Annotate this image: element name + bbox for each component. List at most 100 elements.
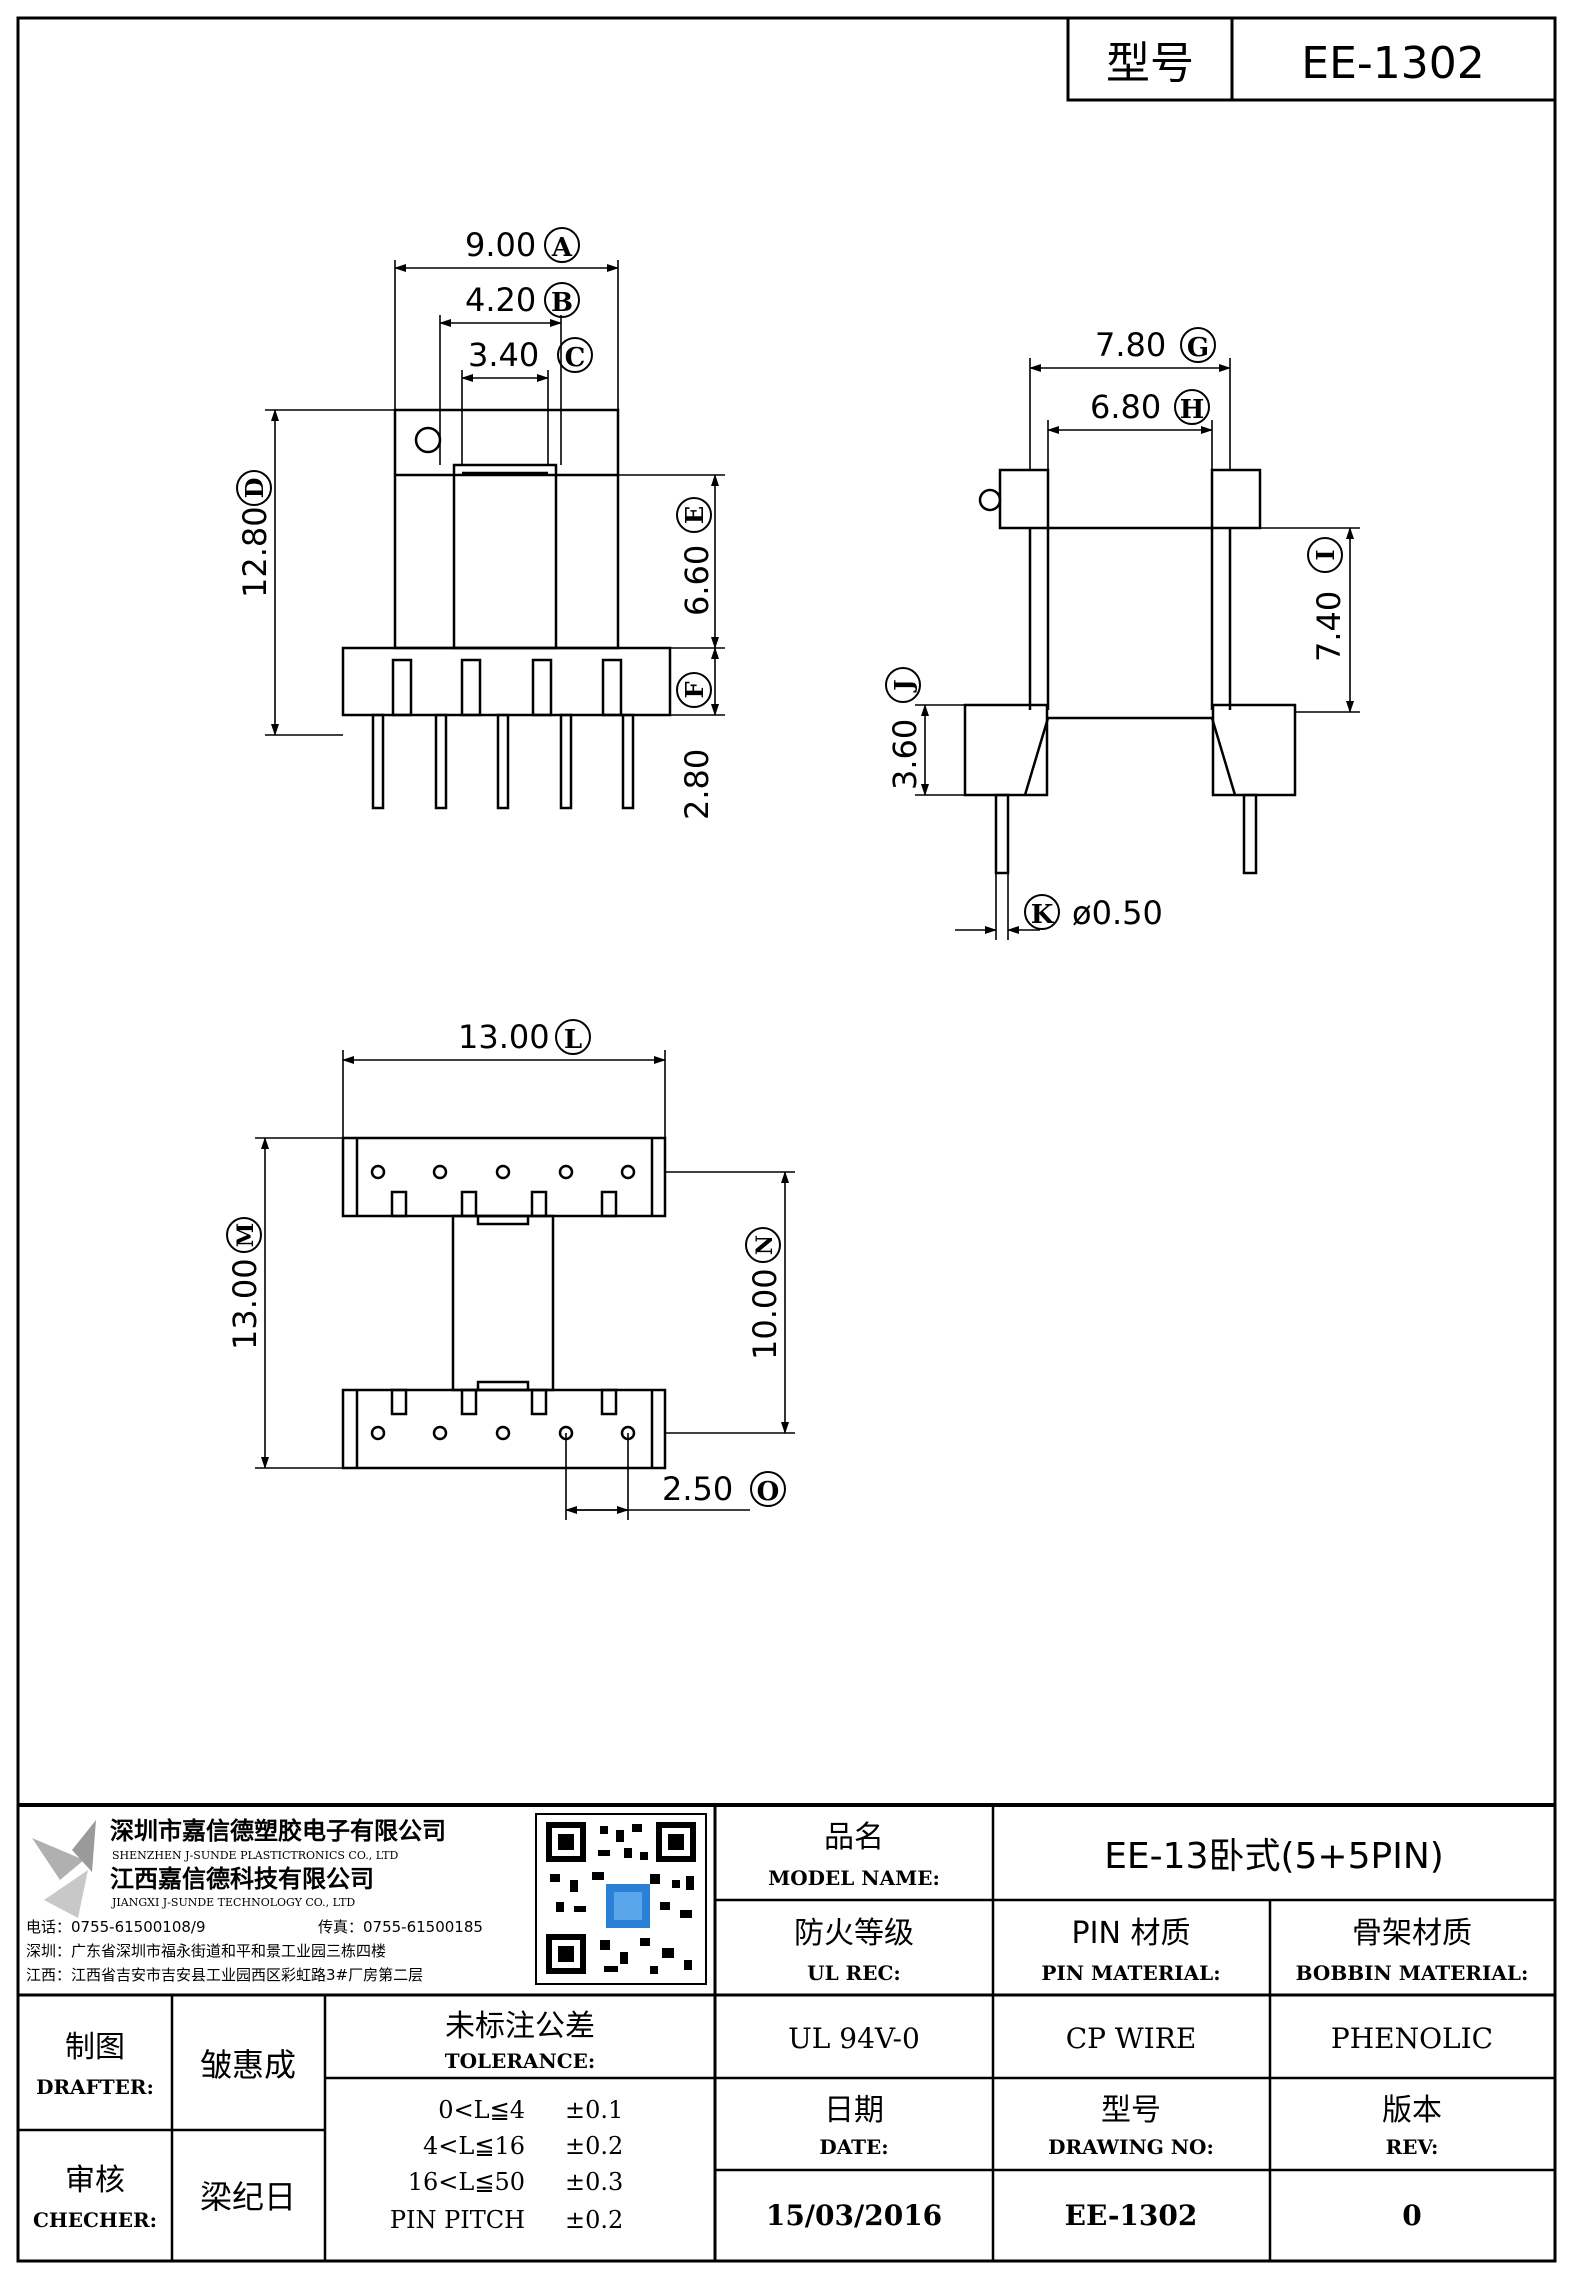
drafter-en: DRAFTER: xyxy=(36,2075,154,2099)
rev-en: REV: xyxy=(1386,2135,1439,2159)
tol-value: ±0.2 xyxy=(565,2206,623,2234)
tol-value: ±0.3 xyxy=(565,2168,623,2196)
tolerance-table: 0<L≦4 ±0.1 4<L≦16 ±0.2 16<L≦50 ±0.3 PIN … xyxy=(390,2096,623,2234)
checker-value: 梁纪日 xyxy=(200,2178,296,2216)
bobbin-material-cn: 骨架材质 xyxy=(1352,1916,1472,1951)
company-name-en: SHENZHEN J-SUNDE PLASTICTRONICS CO., LTD xyxy=(112,1849,398,1862)
drawing-no-value: EE-1302 xyxy=(1065,2199,1198,2232)
date-en: DATE: xyxy=(819,2135,888,2159)
dim-A-value: 9.00 xyxy=(465,226,536,264)
tol-value: ±0.1 xyxy=(565,2096,623,2124)
top-dim-lines xyxy=(255,1050,795,1520)
tol-range: PIN PITCH xyxy=(390,2206,525,2234)
rev-cn: 版本 xyxy=(1382,2093,1442,2128)
company-phone: 电话：0755-61500108/9 xyxy=(26,1918,206,1936)
top-pin-holes xyxy=(370,1164,636,1441)
model-name-value: EE-13卧式(5+5PIN) xyxy=(1104,1836,1444,1877)
dim-H-value: 6.80 xyxy=(1090,388,1161,426)
drafter-cn: 制图 xyxy=(65,2030,125,2065)
dim-C-tag: C xyxy=(565,343,586,373)
company-info: 深圳市嘉信德塑胶电子有限公司 SHENZHEN J-SUNDE PLASTICT… xyxy=(26,1817,483,1984)
ul-en: UL REC: xyxy=(807,1961,901,1985)
svg-text:E: E xyxy=(680,506,709,524)
bobbin-material-value: PHENOLIC xyxy=(1331,2022,1493,2055)
header-box: 型号 EE-1302 xyxy=(1066,16,1557,102)
svg-text:D: D xyxy=(240,478,269,499)
svg-text:L: L xyxy=(564,1025,582,1055)
header-type-value: EE-1302 xyxy=(1301,38,1484,89)
ul-value: UL 94V-0 xyxy=(788,2022,920,2055)
dim-N-value: 10.00 xyxy=(746,1268,784,1360)
model-name-en: MODEL NAME: xyxy=(768,1866,940,1890)
title-block-text: 品名 MODEL NAME: EE-13卧式(5+5PIN) 防火等级 UL R… xyxy=(33,1820,1528,2234)
drawing-no-cn: 型号 xyxy=(1101,2093,1161,2128)
dim-B-tag: B xyxy=(551,288,573,318)
company-addr-jx: 江西：江西省吉安市吉安县工业园西区彩虹路3#厂房第二层 xyxy=(26,1966,423,1984)
drawing-no-en: DRAWING NO: xyxy=(1048,2135,1214,2159)
dim-A-tag: A xyxy=(551,233,573,263)
dim-B-value: 4.20 xyxy=(465,281,536,319)
top-slots xyxy=(390,1190,618,1416)
svg-text:K: K xyxy=(1031,900,1055,930)
bobbin-material-en: BOBBIN MATERIAL: xyxy=(1296,1961,1529,1985)
front-pin1-mark xyxy=(414,426,442,454)
dim-I-value: 7.40 xyxy=(1310,591,1348,662)
tol-value: ±0.2 xyxy=(565,2132,623,2160)
checker-en: CHECHER: xyxy=(33,2208,157,2232)
sheet-border xyxy=(16,16,1557,2263)
front-dim-lines xyxy=(265,260,725,736)
front-dim-text: 9.00 A 4.20 B 3.40 C 12.80 D 6.60 E F 2.… xyxy=(236,226,716,820)
front-view xyxy=(341,408,672,810)
company-logo xyxy=(32,1820,96,1918)
svg-text:N: N xyxy=(752,1235,778,1255)
front-flange-top xyxy=(393,408,620,650)
dim-D-value: 12.80 xyxy=(236,506,274,598)
svg-text:J: J xyxy=(889,679,918,692)
dim-F-value: 2.80 xyxy=(678,749,716,820)
date-cn: 日期 xyxy=(824,2093,884,2128)
date-value: 15/03/2016 xyxy=(766,2199,942,2232)
qr-code xyxy=(546,1822,696,1974)
dim-M-value: 13.00 xyxy=(226,1258,264,1350)
dim-E-value: 6.60 xyxy=(678,545,716,616)
model-name-cn: 品名 xyxy=(824,1820,884,1855)
tol-range: 4<L≦16 xyxy=(423,2132,525,2160)
pin-material-cn: PIN 材质 xyxy=(1072,1916,1191,1951)
header-type-label: 型号 xyxy=(1106,38,1194,89)
company-fax: 传真：0755-61500185 xyxy=(318,1918,483,1936)
title-block xyxy=(18,1803,1555,2261)
front-core-window xyxy=(452,463,558,650)
pin-material-en: PIN MATERIAL: xyxy=(1041,1961,1220,1985)
dim-L-value: 13.00 xyxy=(458,1018,550,1056)
top-view xyxy=(341,1136,667,1470)
drafter-value: 皱惠成 xyxy=(200,2046,296,2084)
tolerance-cn: 未标注公差 xyxy=(445,2009,595,2044)
company-name-cn: 深圳市嘉信德塑胶电子有限公司 xyxy=(110,1817,446,1845)
company2-name-cn: 江西嘉信德科技有限公司 xyxy=(110,1865,374,1893)
company2-name-en: JIANGXI J-SUNDE TECHNOLOGY CO., LTD xyxy=(111,1896,355,1909)
side-dim-lines xyxy=(915,358,1360,940)
pin-material-value: CP WIRE xyxy=(1066,2022,1197,2055)
dim-K-value: ø0.50 xyxy=(1072,894,1163,932)
dim-G-value: 7.80 xyxy=(1095,326,1166,364)
tol-range: 16<L≦50 xyxy=(408,2168,525,2196)
dim-J-value: 3.60 xyxy=(886,719,924,790)
side-view xyxy=(963,468,1297,875)
svg-text:O: O xyxy=(757,1477,780,1507)
svg-text:H: H xyxy=(1180,395,1205,425)
tolerance-en: TOLERANCE: xyxy=(445,2049,596,2073)
svg-text:F: F xyxy=(680,681,709,698)
front-pins xyxy=(371,713,635,810)
side-dim-text: 7.80 G 6.80 H I 7.40 J 3.60 K ø0.50 xyxy=(885,326,1348,932)
tol-range: 0<L≦4 xyxy=(438,2096,525,2124)
dim-O-value: 2.50 xyxy=(662,1470,733,1508)
ul-cn: 防火等级 xyxy=(794,1916,914,1951)
svg-text:M: M xyxy=(233,1223,259,1247)
rev-value: 0 xyxy=(1402,2199,1421,2232)
checker-cn: 审核 xyxy=(65,2163,125,2198)
svg-text:G: G xyxy=(1187,333,1209,363)
dim-C-value: 3.40 xyxy=(468,336,539,374)
company-addr-sz: 深圳：广东省深圳市福永街道和平和景工业园三栋四楼 xyxy=(26,1942,386,1960)
svg-text:I: I xyxy=(1311,549,1340,560)
